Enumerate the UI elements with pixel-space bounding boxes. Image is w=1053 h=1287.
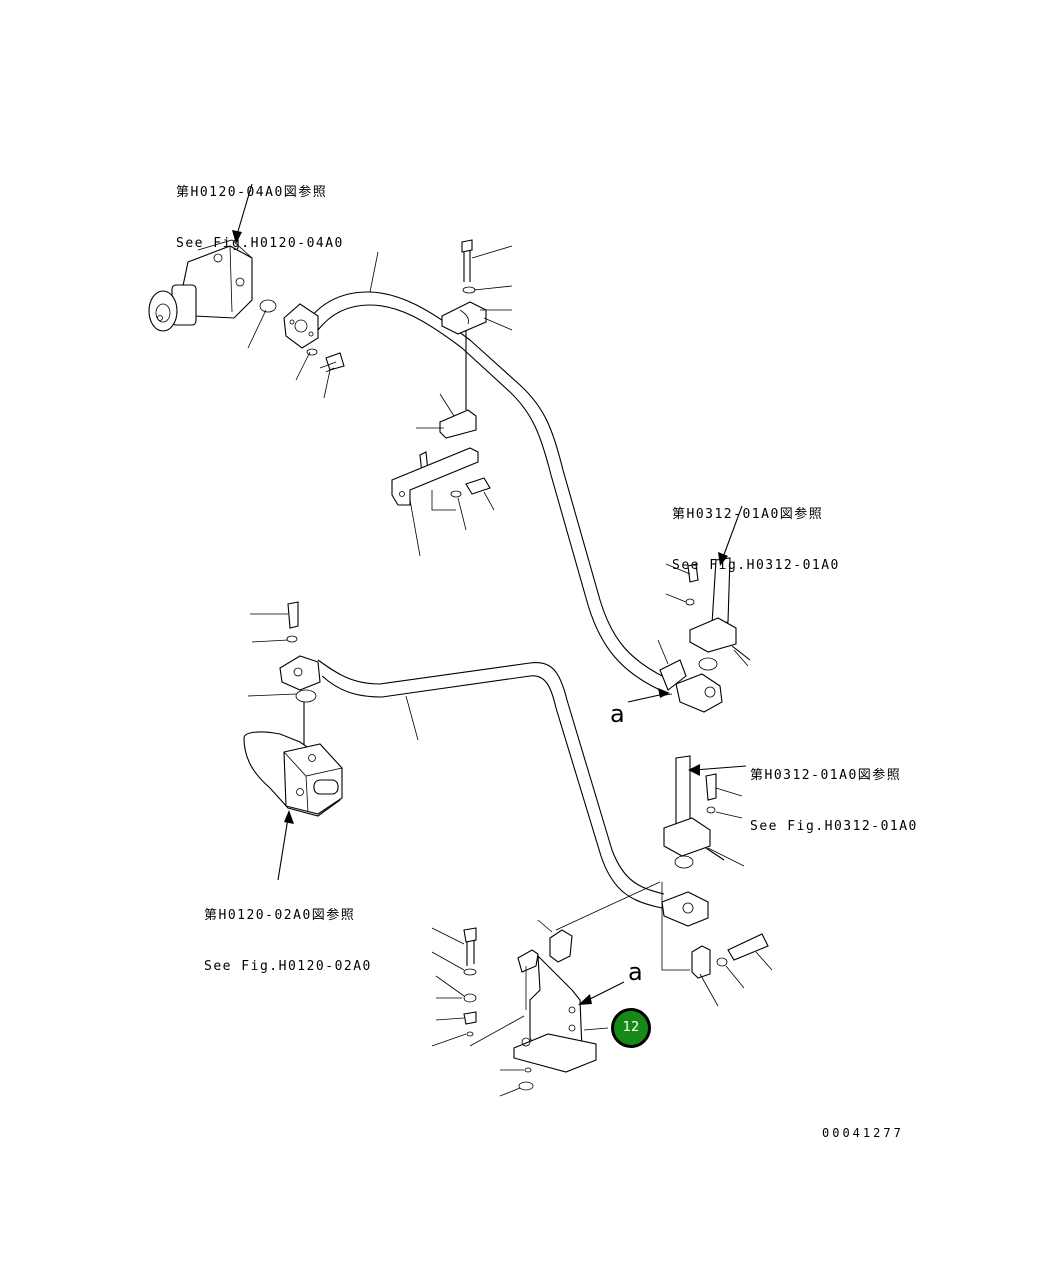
drawing-number: 00041277 [822,1126,904,1140]
leader-lines [247,245,773,1097]
callout-badge-12[interactable]: 12 [611,1008,651,1048]
lower-right-fitting [661,755,769,979]
reference-jp: 第H0312-01A0図参照 [672,507,824,522]
reference-en: See Fig.H0312-01A0 [672,558,840,573]
reference-jp: 第H0120-04A0図参照 [176,185,328,200]
upper-hydraulic-tube [309,291,667,691]
steering-valve-upper [148,239,277,332]
lower-hydraulic-tube [317,659,665,909]
reference-jp: 第H0312-01A0図参照 [750,768,902,783]
reference-note-lower-left: 第H0120-02A0図参照 See Fig.H0120-02A0 [204,873,372,992]
reference-arrows [232,183,747,1005]
reference-note-lower-right: 第H0312-01A0図参照 See Fig.H0312-01A0 [750,733,918,852]
reference-note-upper-left: 第H0120-04A0図参照 See Fig.H0120-04A0 [176,150,344,269]
flange-upper-left [283,303,345,373]
steering-valve-lower [243,731,343,817]
reference-en: See Fig.H0120-04A0 [176,236,344,251]
upper-clamp-assembly [391,239,491,511]
reference-en: See Fig.H0120-02A0 [204,959,372,974]
flange-lower-left [279,601,321,745]
connection-label-a-lower: a [628,958,643,986]
reference-en: See Fig.H0312-01A0 [750,819,918,834]
reference-jp: 第H0120-02A0図参照 [204,908,356,923]
connection-label-a-upper: a [610,700,625,728]
bolt-stack-bottom [463,927,534,1091]
bracket-assembly [469,881,661,1073]
upper-right-fitting [659,557,751,713]
reference-note-upper-right: 第H0312-01A0図参照 See Fig.H0312-01A0 [672,472,840,591]
